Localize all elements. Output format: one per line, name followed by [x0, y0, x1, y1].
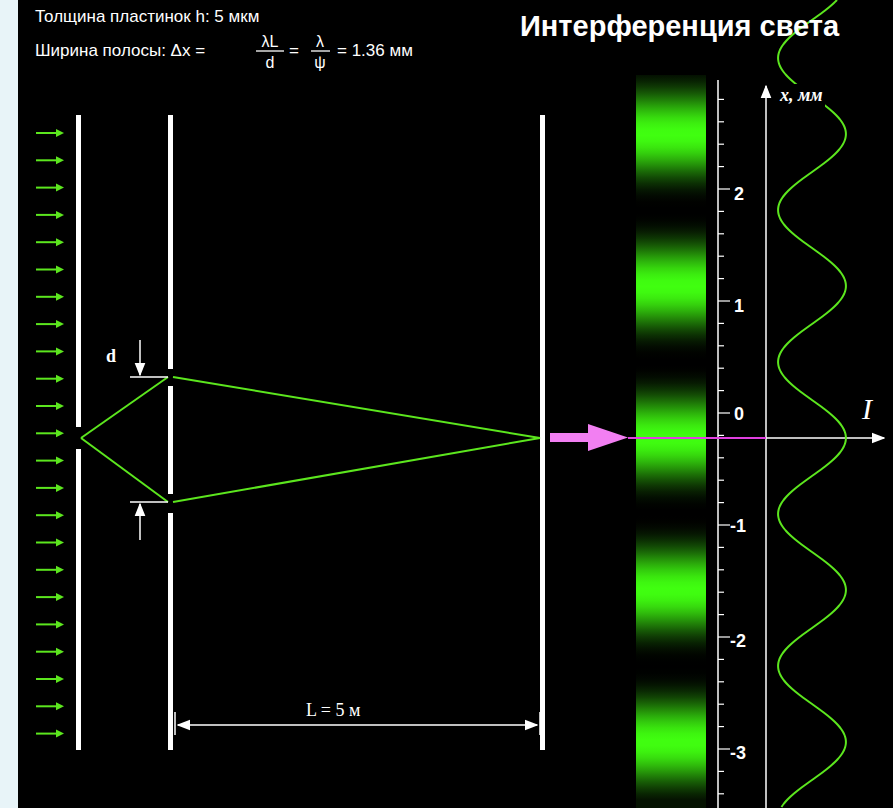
projection-arrow	[550, 424, 628, 451]
dimension-label: L = 5 м	[306, 700, 360, 721]
formula-part: =	[289, 41, 299, 61]
formula-part: λL	[262, 33, 279, 51]
dimension-label: d	[106, 346, 116, 367]
light-rays	[81, 377, 540, 502]
formula-part: = 1.36 мм	[337, 41, 413, 61]
ruler-ticks	[718, 99, 730, 793]
fringe-pattern	[636, 75, 706, 808]
title: Интерференция света	[520, 10, 839, 43]
screen	[540, 115, 545, 750]
fraction-bar	[256, 50, 284, 51]
slide-edge	[0, 0, 18, 808]
intensity-curve	[778, 0, 846, 807]
plate-1	[76, 115, 81, 750]
tick-label: 1	[734, 296, 744, 317]
formula-text: Ширина полосы: Δx =	[35, 41, 205, 61]
incident-light	[36, 129, 64, 738]
tick-label: -3	[730, 743, 746, 764]
tick-label: -1	[730, 516, 746, 537]
note: Толщина пластинок h: 5 мкм	[35, 7, 259, 27]
center-line	[628, 437, 766, 439]
axis-label: I	[862, 392, 872, 426]
x-axis	[765, 86, 767, 808]
plate-2	[168, 115, 173, 750]
formula-part: λ	[316, 33, 324, 51]
d-dimension	[130, 340, 168, 540]
formula-part: d	[266, 54, 275, 72]
tick-label: -2	[730, 631, 746, 652]
tick-label: 0	[734, 404, 744, 425]
tick-label: 2	[734, 184, 744, 205]
fraction-bar	[311, 50, 330, 51]
axis-label: x, мм	[778, 84, 825, 107]
formula-part: ψ	[314, 54, 325, 72]
i-axis	[766, 437, 884, 439]
